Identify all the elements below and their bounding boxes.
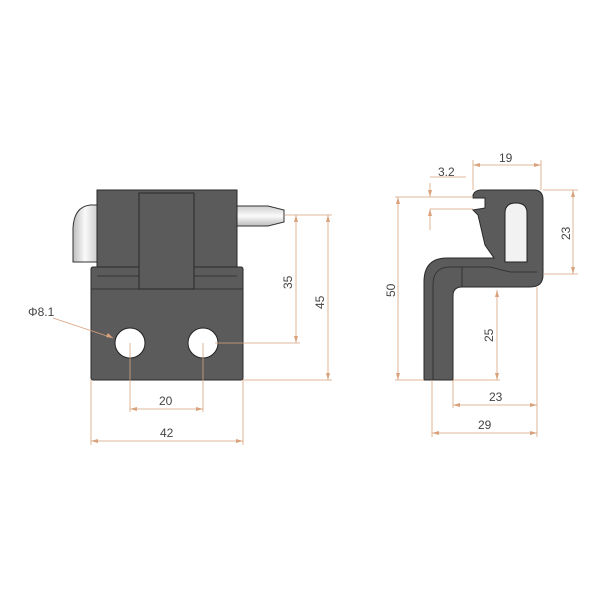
total-depth-label: 29 bbox=[478, 418, 492, 432]
height-label: 45 bbox=[313, 295, 327, 309]
hole-spacing-label: 20 bbox=[159, 394, 173, 408]
side-view bbox=[423, 189, 544, 381]
left-bent-pin bbox=[72, 204, 98, 263]
width-label: 42 bbox=[160, 426, 174, 440]
notch-label: 3.2 bbox=[438, 165, 455, 179]
slot-height-label: 23 bbox=[559, 226, 573, 240]
hole-height-label: 35 bbox=[281, 275, 295, 289]
front-dimensions: Φ8.1 20 42 35 45 bbox=[28, 214, 332, 445]
center-knuckle bbox=[138, 192, 195, 290]
pin-slot bbox=[504, 202, 528, 263]
hole-diameter-label: Φ8.1 bbox=[28, 305, 55, 319]
dimension-arrows bbox=[91, 163, 575, 443]
top-width-label: 19 bbox=[499, 151, 513, 165]
right-pin bbox=[235, 205, 285, 227]
front-view bbox=[72, 189, 285, 381]
arm-length-label: 23 bbox=[489, 390, 503, 404]
leg-height-label: 25 bbox=[482, 328, 496, 342]
total-height-label: 50 bbox=[384, 283, 398, 297]
